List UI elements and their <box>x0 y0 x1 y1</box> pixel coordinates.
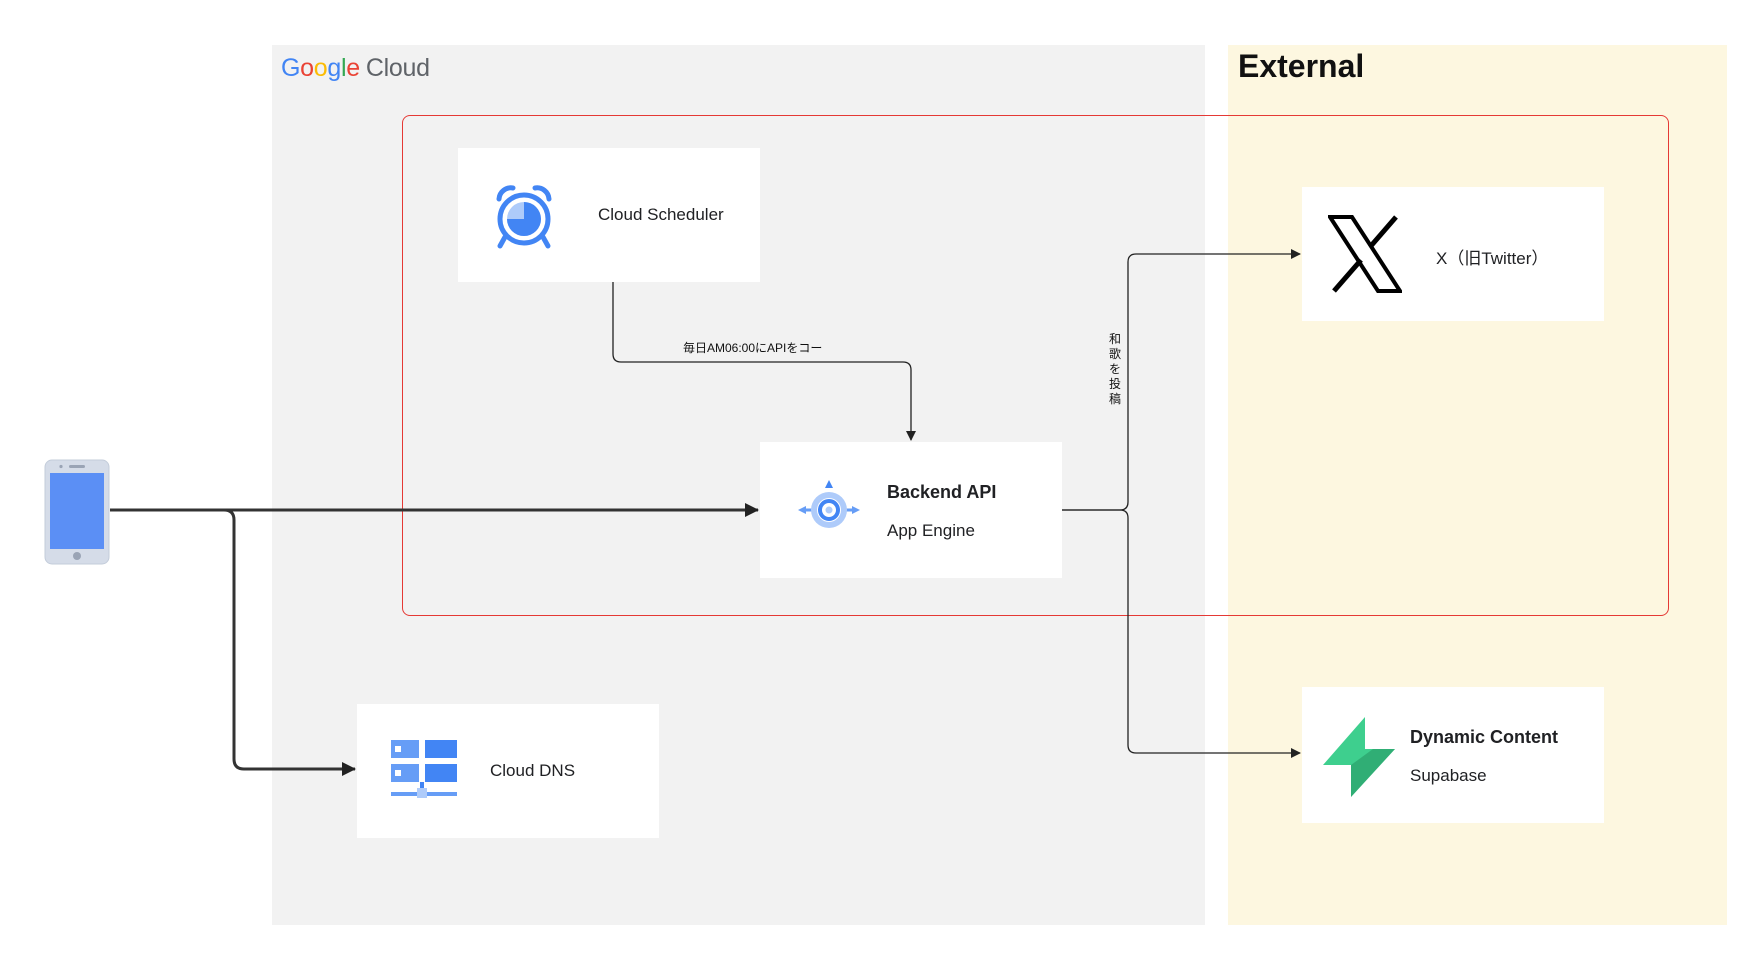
scheduled-job-boundary <box>402 115 1669 616</box>
supabase-logo-icon <box>1321 717 1397 802</box>
edge-backend-to-supabase <box>1059 509 1301 758</box>
edge-scheduler-to-backend <box>612 282 916 441</box>
node-x-twitter[interactable]: X（旧Twitter） <box>1302 187 1604 321</box>
cloud-wordmark: Cloud <box>365 54 430 82</box>
node-cloud-scheduler[interactable]: Cloud Scheduler <box>458 148 760 282</box>
edge-label-post-waka: 和歌を投稿 <box>1108 332 1121 406</box>
node-supabase-subtitle: Supabase <box>1410 766 1487 785</box>
external-zone-title: External <box>1238 48 1365 84</box>
edge-client-to-dns <box>110 508 356 776</box>
node-supabase[interactable]: Dynamic Content Supabase <box>1302 687 1604 823</box>
edge-label-schedule: 毎日AM06:00にAPIをコー <box>683 341 823 355</box>
node-backend-api-title: Backend API <box>887 482 997 502</box>
node-backend-api[interactable]: Backend API App Engine <box>760 442 1062 578</box>
node-cloud-scheduler-label: Cloud Scheduler <box>598 205 724 224</box>
google-wordmark: Google <box>281 54 360 82</box>
edge-backend-to-x <box>1059 249 1301 511</box>
node-backend-api-subtitle: App Engine <box>887 521 975 540</box>
node-supabase-title: Dynamic Content <box>1410 727 1559 747</box>
smartphone-icon <box>44 459 110 570</box>
node-cloud-dns[interactable]: Cloud DNS <box>357 704 659 838</box>
app-engine-icon <box>796 479 862 544</box>
cloud-dns-icon <box>391 740 457 809</box>
alarm-clock-icon <box>493 184 555 255</box>
node-x-twitter-label: X（旧Twitter） <box>1436 249 1549 268</box>
x-logo-icon <box>1326 215 1404 298</box>
node-cloud-dns-label: Cloud DNS <box>490 761 576 780</box>
